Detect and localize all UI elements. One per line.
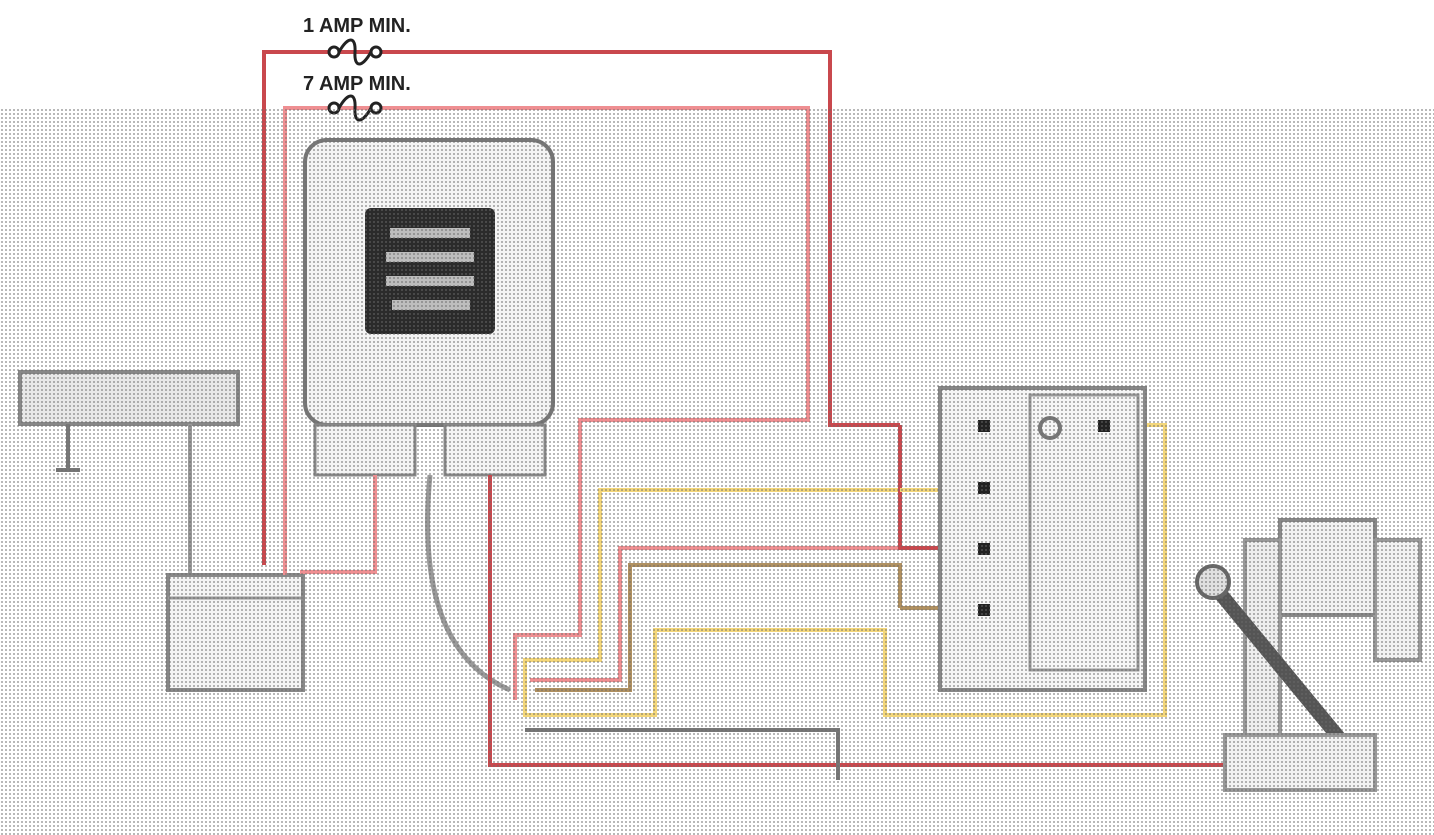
controller-unit [303,138,555,477]
fuse1-label: 1 AMP MIN. [303,15,411,37]
power-wire [300,475,377,574]
fuse2-label: 7 AMP MIN. [303,73,411,95]
terminal-block [938,386,1147,692]
fuse-2-icon [327,94,383,122]
valve-actuator [1195,518,1422,792]
switch-panel [18,370,240,575]
fuse-1-icon [327,38,383,66]
sensor-cable [425,474,511,693]
controller-display [365,208,495,334]
power-supply [166,565,305,692]
